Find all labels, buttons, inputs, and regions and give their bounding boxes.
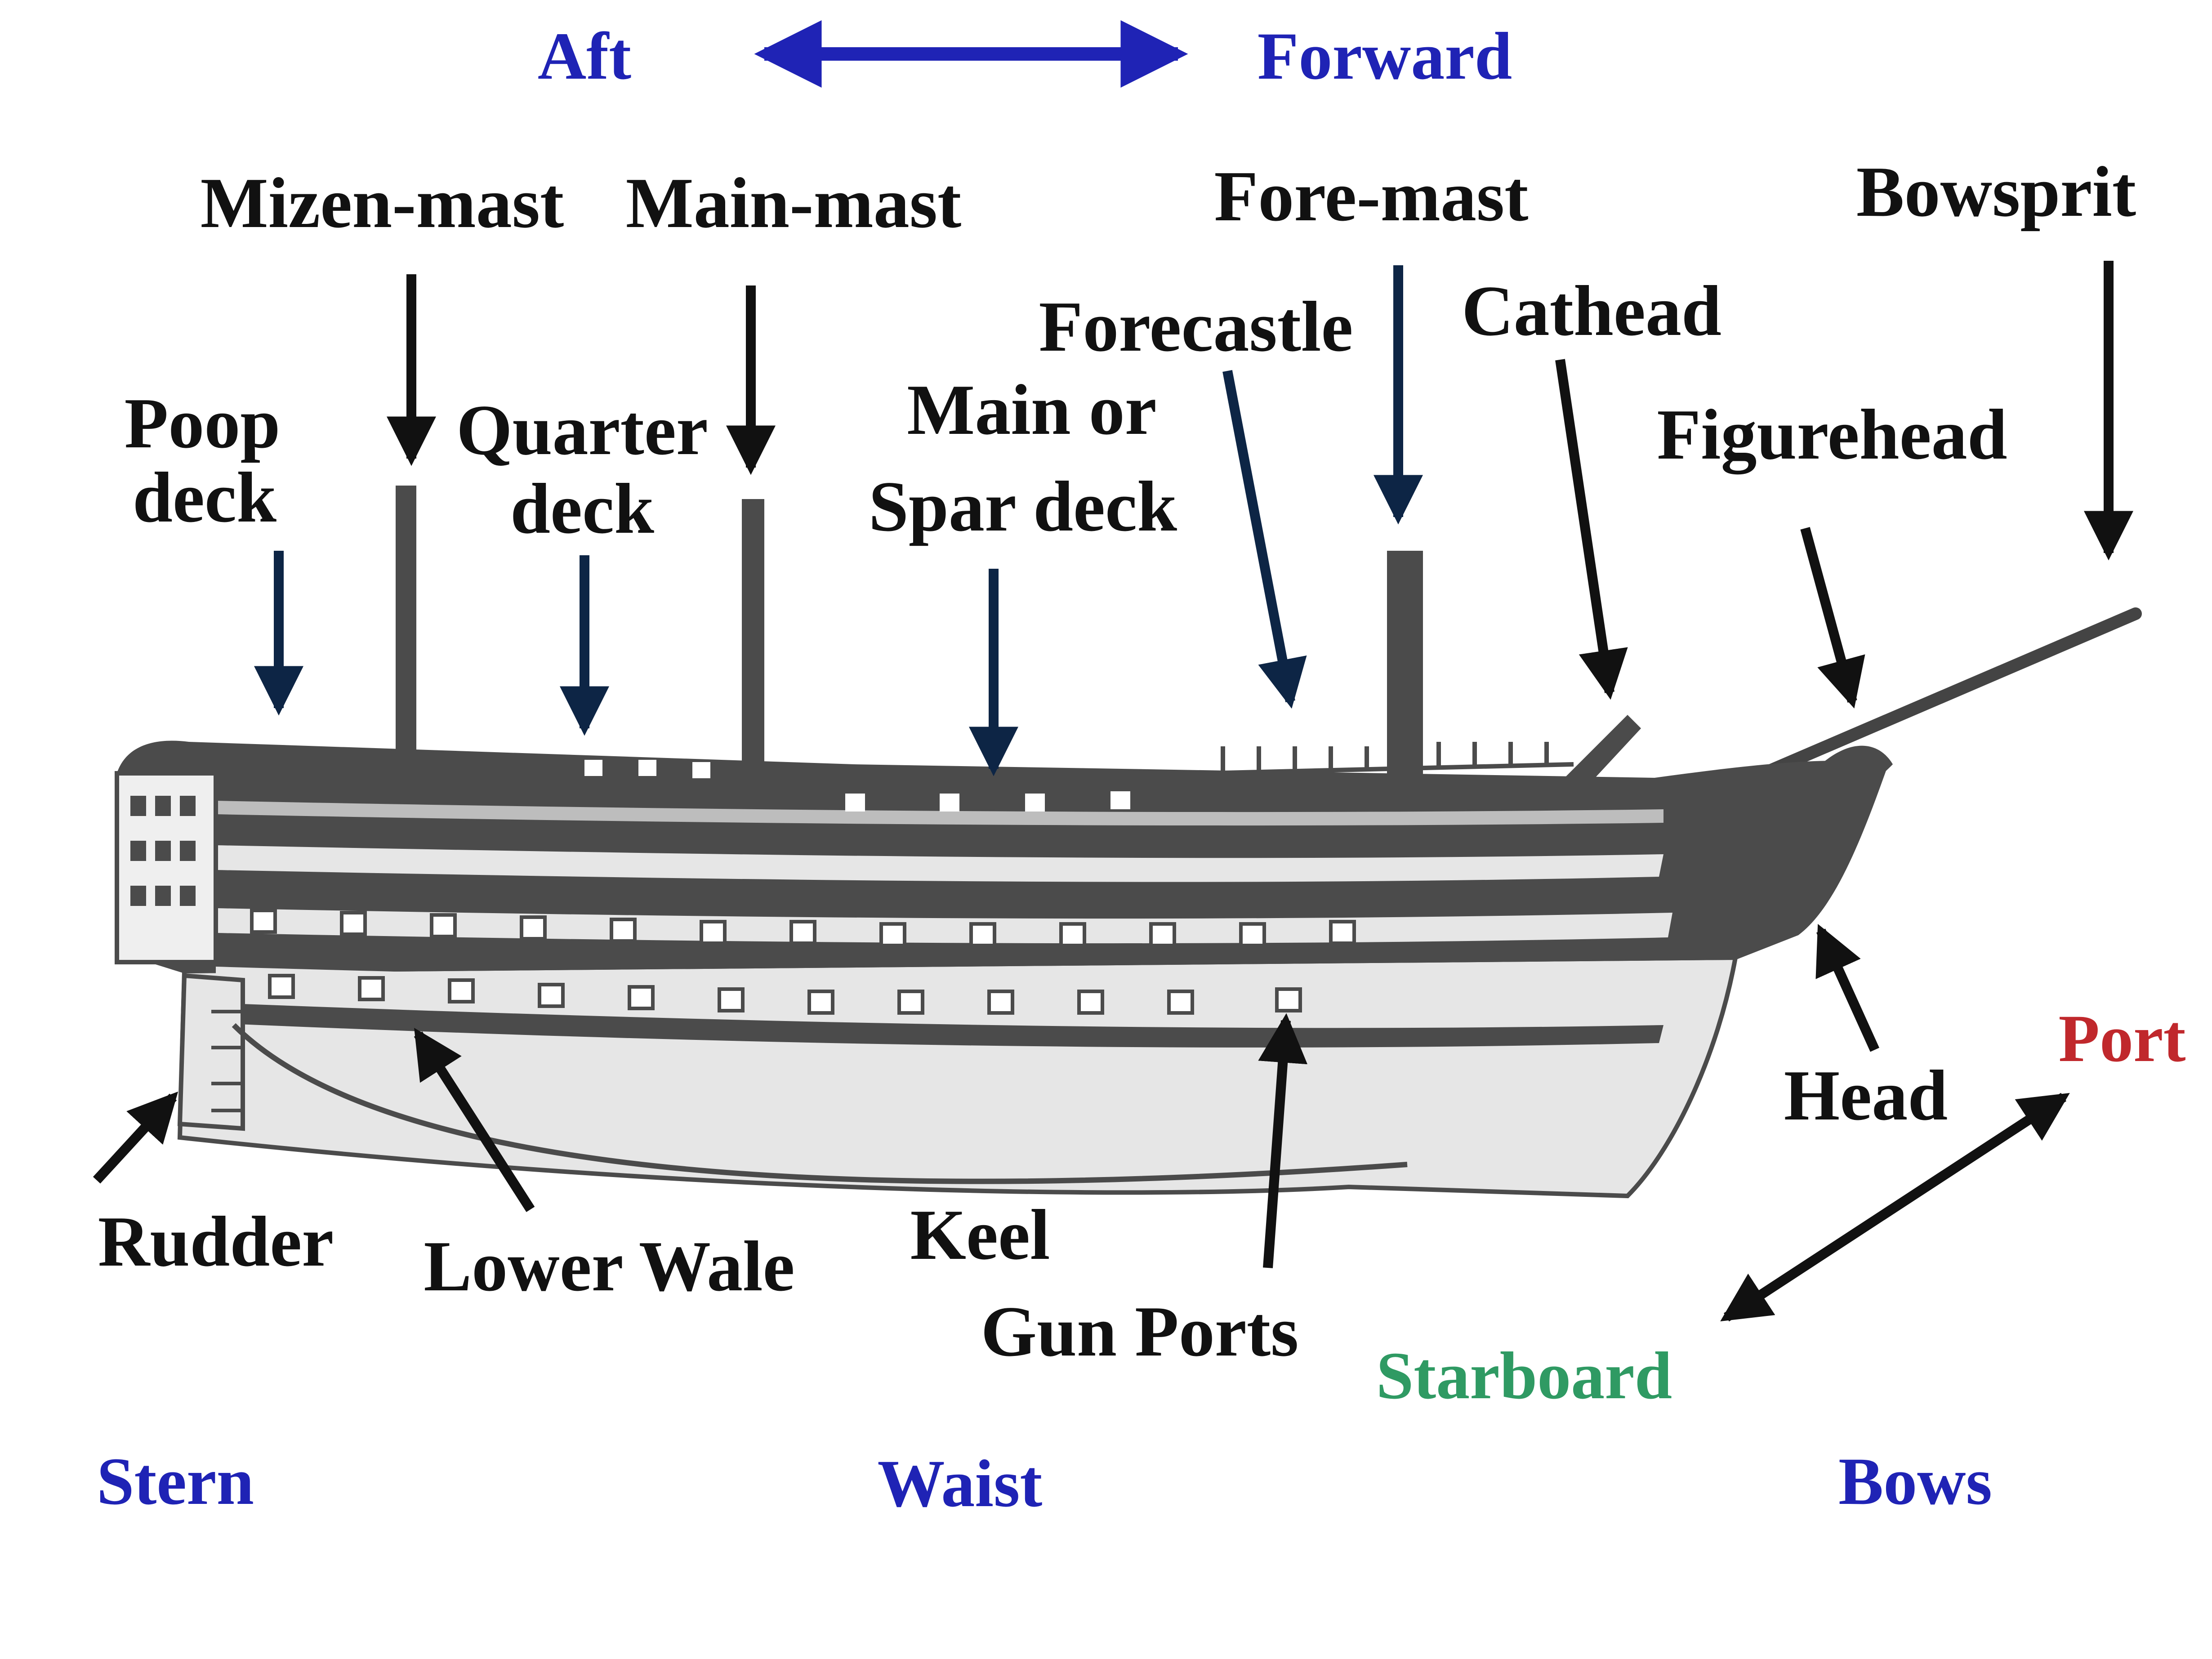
bows-label: Bows [1838,1444,1992,1519]
fore-mast-label: Fore-mast [1214,156,1529,236]
figurehead-shape [1821,745,1893,795]
quarter-deck-label-line1: Quarter [456,390,708,470]
keel-label: Keel [910,1195,1050,1275]
hull-stripe [216,845,1663,882]
gun-ports-label: Gun Ports [981,1291,1299,1371]
port-label: Port [2058,1001,2185,1076]
hull-stripe [216,908,1672,944]
head-arrow [1815,923,1880,1052]
deck-ports [584,760,1130,812]
quarter-deck-label-line2: deck [510,468,654,549]
figurehead-arrow [1800,527,1865,709]
cathead-arrow [1555,359,1628,700]
stern-windows [130,796,196,906]
main-deck-label-line2: Spar deck [869,466,1177,546]
rudder-label: Rudder [98,1201,334,1281]
main-mast-label: Main-mast [626,163,962,243]
aft-label: Aft [538,19,631,94]
gun-ports-upper [250,909,1356,947]
head-label: Head [1784,1055,1948,1135]
port-starboard-arrow [1720,1093,2070,1322]
starboard-label: Starboard [1376,1338,1672,1413]
poop-deck-label-line1: Poop [125,383,281,463]
keel-line [232,1023,1408,1184]
forecastle-label: Forecastle [1039,286,1353,366]
rudder-shape [177,973,245,1131]
cathead-label: Cathead [1462,271,1721,351]
stern-label: Stern [97,1444,254,1519]
figurehead-label: Figurehead [1657,394,2007,475]
bowsprit-label: Bowsprit [1856,152,2136,232]
forward-label: Forward [1258,19,1512,94]
deck-stripe [193,800,1663,826]
rudder-arrow [93,1091,178,1184]
gun-ports-arrow [1258,1013,1308,1268]
cathead-beam [1565,715,1641,791]
lower-wale-label: Lower Wale [424,1226,794,1306]
mizen-mast-label: Mizen-mast [201,163,564,243]
main-mast-spar [742,499,764,769]
poop-deck-label-line2: deck [133,457,276,537]
forecastle-arrow [1222,370,1307,709]
rudder-marks [211,1010,243,1112]
fore-mast-spar [1387,551,1423,778]
mizen-mast-spar [396,486,416,764]
gun-ports-lower [268,974,1302,1015]
lower-wale-arrow [414,1028,535,1212]
main-deck-label-line1: Main or [907,370,1156,450]
waist-label: Waist [878,1446,1043,1521]
